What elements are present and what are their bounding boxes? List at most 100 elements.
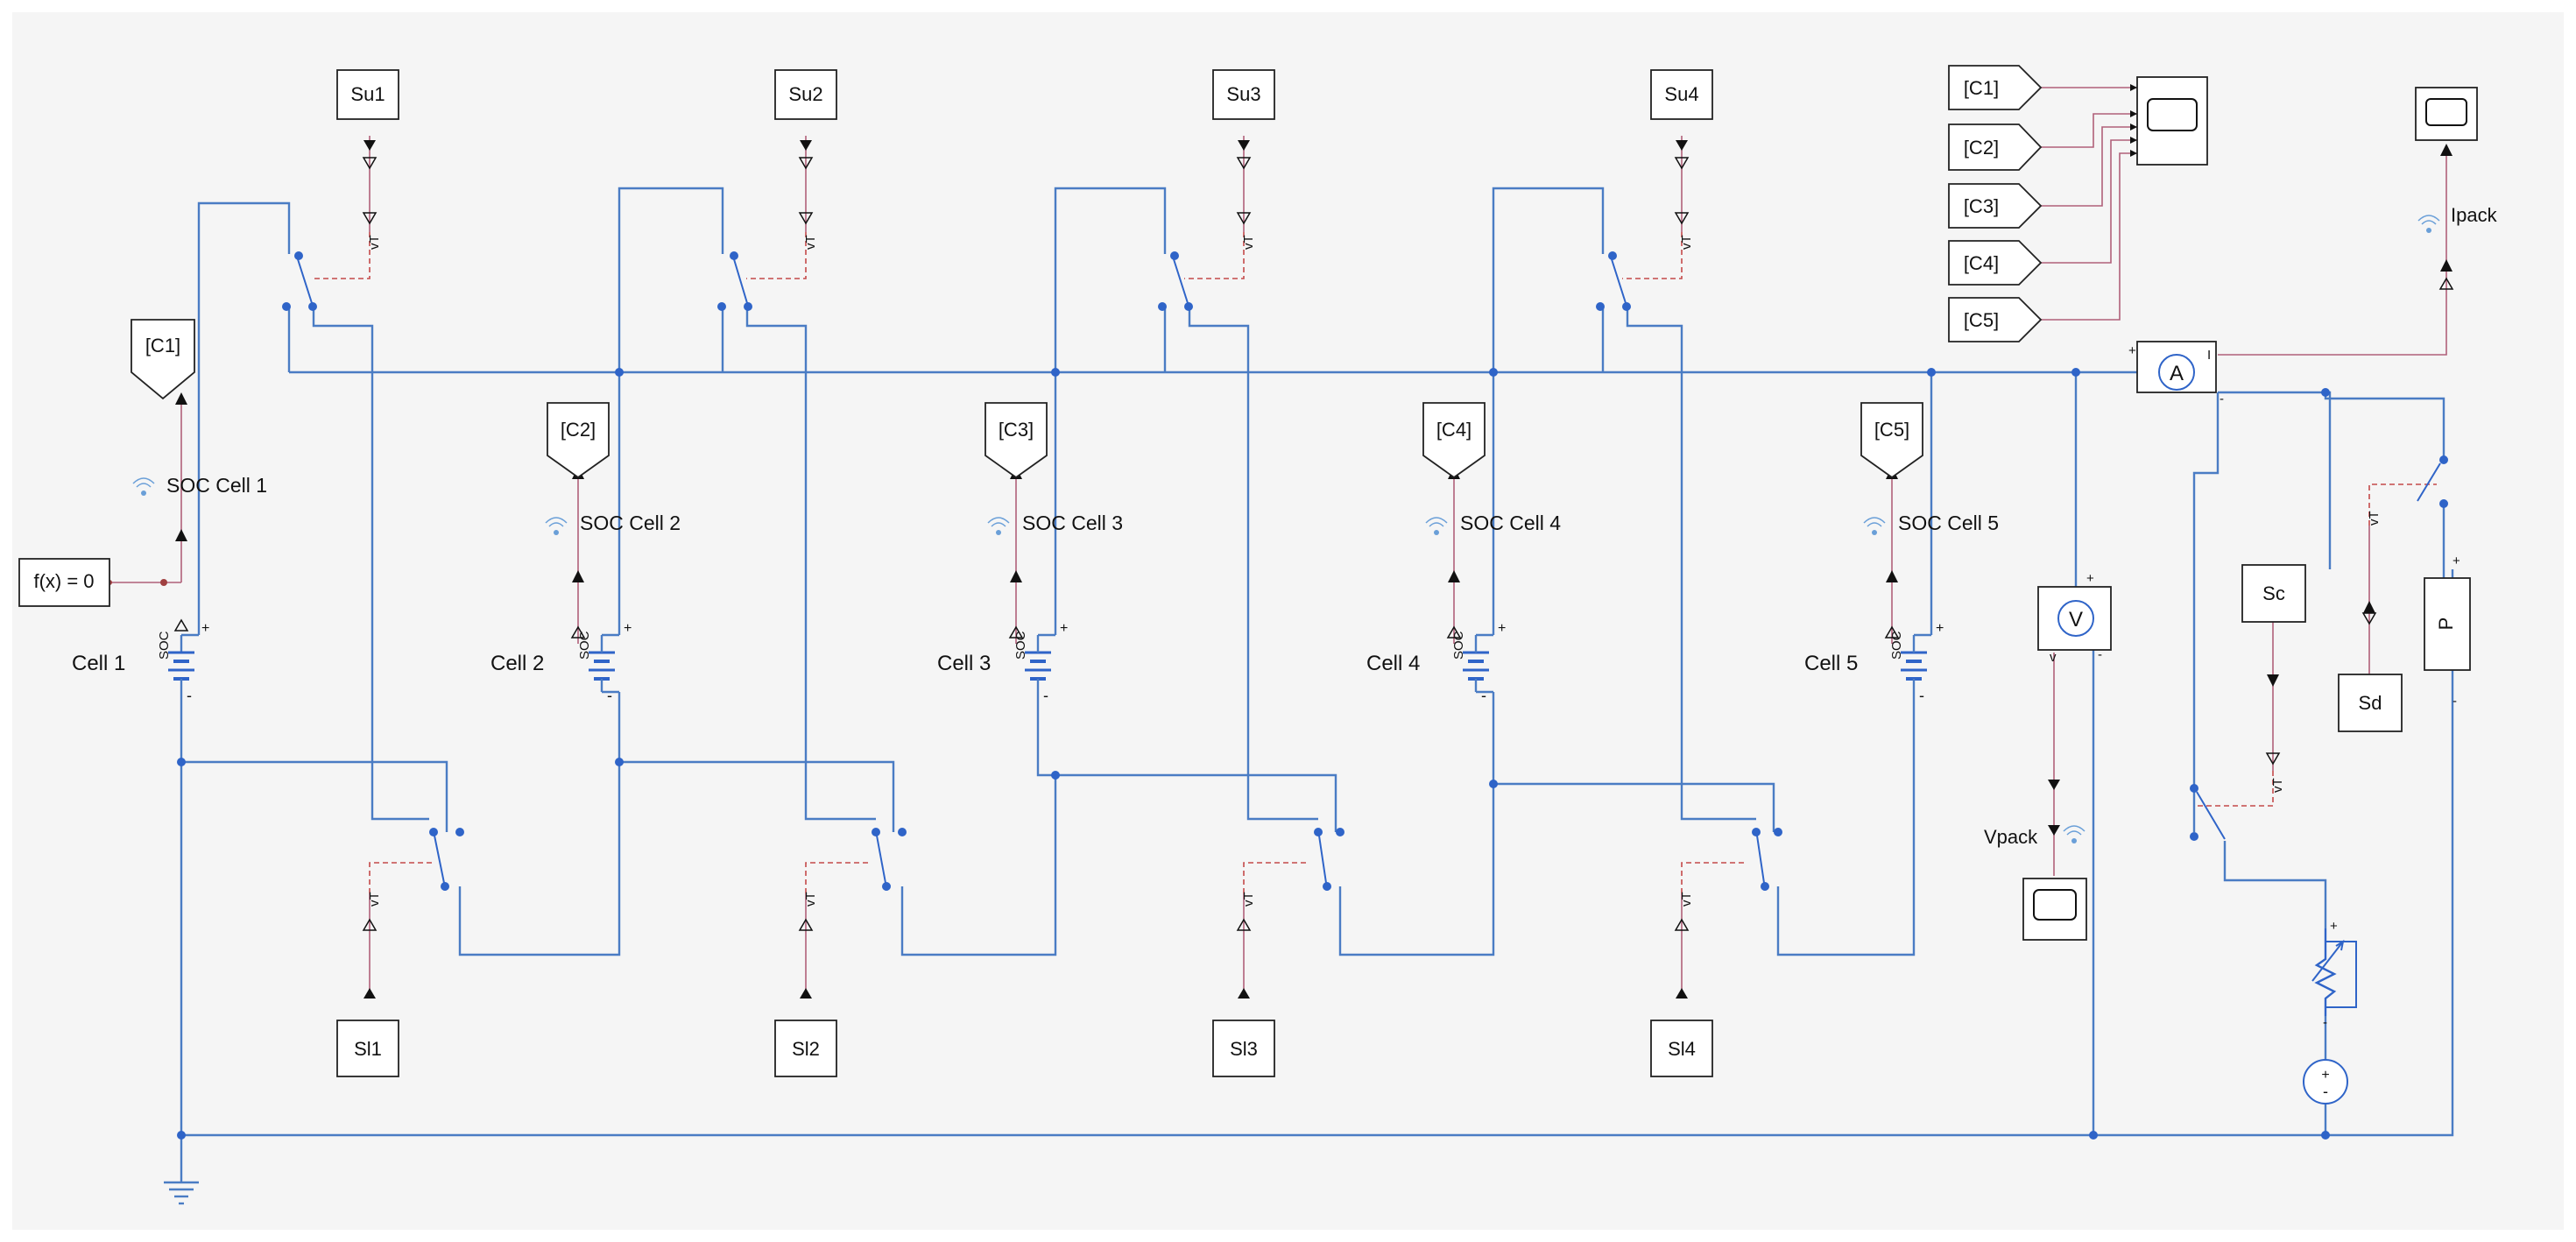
variable-resistor[interactable]: + - <box>2311 919 2357 1030</box>
ground-icon <box>164 1181 199 1205</box>
soc-cell-5-label: SOC Cell 5 <box>1898 512 1999 534</box>
su4-block[interactable] <box>1650 69 1713 120</box>
ammeter-minus: - <box>2220 392 2224 406</box>
ammeter[interactable]: A + - I <box>2128 341 2224 406</box>
soc-1: SOC Cell 1 [C1] <box>131 319 267 632</box>
power-source[interactable]: P + - <box>2424 554 2471 709</box>
sd-block[interactable]: Sd vT <box>2338 455 2448 732</box>
su4-label: Su4 <box>1664 83 1698 105</box>
goto-c4[interactable]: [C4] <box>1422 402 1486 479</box>
voltmeter-plus: + <box>2086 571 2094 586</box>
upper-switch-2[interactable]: Su2 vT <box>717 69 837 311</box>
ammeter-port-i: I <box>2207 348 2211 363</box>
cell-2-soc-port: SOC <box>577 631 592 660</box>
canvas-background <box>12 12 2564 1230</box>
cell-1-minus: - <box>187 687 192 704</box>
su1-vt-port: vT <box>367 235 382 250</box>
sl2-block[interactable] <box>774 1020 837 1077</box>
from-c3-label: [C3] <box>1964 195 1999 217</box>
sl2-label: Sl2 <box>792 1038 820 1060</box>
vsource-minus: - <box>2323 1083 2328 1100</box>
goto-c5-label: [C5] <box>1874 419 1909 441</box>
soc-scope[interactable] <box>2130 76 2208 166</box>
from-c3[interactable]: [C3] <box>1948 183 2043 229</box>
voltmeter[interactable]: V + - v <box>2037 571 2112 665</box>
from-tags: [C1] [C2] [C3] [C4] [C5] <box>1948 65 2043 342</box>
vpack-label: Vpack <box>1984 826 2038 848</box>
from-c1[interactable]: [C1] <box>1948 65 2043 110</box>
lower-switch-1[interactable]: Sl1 vT <box>336 828 464 1077</box>
cell-1-plus: + <box>201 621 209 636</box>
sl4-vt-port: vT <box>1679 892 1694 907</box>
sc-block[interactable]: Sc vT <box>2190 564 2306 841</box>
voltage-source-icon[interactable]: + - <box>2303 1059 2348 1104</box>
su3-vt-port: vT <box>1241 235 1256 250</box>
lower-switch-4[interactable]: Sl4 vT <box>1650 828 1782 1077</box>
voltmeter-port-v: v <box>2050 650 2057 665</box>
from-c2[interactable]: [C2] <box>1948 123 2043 171</box>
signal-log-icon <box>2063 825 2086 843</box>
upper-switch-1[interactable]: Su1 vT <box>282 69 399 311</box>
su2-block[interactable] <box>774 69 837 120</box>
power-plus: + <box>2452 554 2460 568</box>
ipack-scope[interactable]: Ipack <box>2415 87 2498 290</box>
goto-c4-label: [C4] <box>1436 419 1471 441</box>
su1-label: Su1 <box>350 83 385 105</box>
from-c4[interactable]: [C4] <box>1948 240 2043 286</box>
goto-c1-label: [C1] <box>145 335 180 356</box>
soc-4: SOC Cell 4 [C4] <box>1422 402 1561 639</box>
su2-vt-port: vT <box>803 235 818 250</box>
su2-label: Su2 <box>788 83 822 105</box>
su1-block[interactable] <box>336 69 399 120</box>
voltmeter-minus: - <box>2098 647 2102 662</box>
signal-log-icon <box>132 477 155 496</box>
soc-cell-1-label: SOC Cell 1 <box>166 474 267 497</box>
signal-log-icon <box>2417 215 2440 233</box>
vpack-scope[interactable]: Vpack <box>1984 780 2087 941</box>
cell-1[interactable]: + - SOC Cell 1 <box>72 621 209 704</box>
goto-c2-label: [C2] <box>561 419 596 441</box>
power-minus: - <box>2452 694 2457 709</box>
sd-label: Sd <box>2359 692 2382 714</box>
cell-2-minus: - <box>607 687 612 704</box>
voltmeter-label: V <box>2069 608 2083 632</box>
from-c5[interactable]: [C5] <box>1948 297 2043 342</box>
goto-c3[interactable]: [C3] <box>985 402 1048 479</box>
sl1-vt-port: vT <box>367 892 382 907</box>
sl2-vt-port: vT <box>803 892 818 907</box>
junction-nodes <box>107 368 2330 1140</box>
sl1-block[interactable] <box>336 1020 399 1077</box>
lower-switch-3[interactable]: Sl3 vT <box>1212 828 1344 1077</box>
goto-c1[interactable]: [C1] <box>131 319 195 400</box>
cell-3-minus: - <box>1043 687 1048 704</box>
signal-log-icon <box>545 517 568 535</box>
sl3-block[interactable] <box>1212 1020 1275 1077</box>
goto-c2[interactable]: [C2] <box>547 402 610 479</box>
cell-3[interactable]: + - SOC Cell 3 <box>937 621 1068 704</box>
soc-5: SOC Cell 5 [C5] <box>1860 402 1999 639</box>
resistor-minus: - <box>2323 1015 2327 1030</box>
upper-switch-3[interactable]: Su3 vT <box>1158 69 1275 311</box>
sl4-block[interactable] <box>1650 1020 1713 1077</box>
sc-vt-port: vT <box>2270 778 2285 793</box>
cell-4-label: Cell 4 <box>1366 652 1420 675</box>
from-c5-label: [C5] <box>1964 309 1999 331</box>
cell-1-label: Cell 1 <box>72 652 125 675</box>
sc-label: Sc <box>2262 582 2285 604</box>
solver-config-label: f(x) = 0 <box>33 570 94 592</box>
cell-1-soc-port: SOC <box>157 631 172 660</box>
cell-5-minus: - <box>1919 687 1924 704</box>
cell-3-plus: + <box>1060 621 1068 636</box>
cell-4-plus: + <box>1498 621 1506 636</box>
lower-switch-2[interactable]: Sl2 vT <box>774 828 907 1077</box>
goto-c5[interactable]: [C5] <box>1860 402 1923 479</box>
upper-switch-4[interactable]: Su4 vT <box>1596 69 1713 311</box>
cell-4-minus: - <box>1481 687 1486 704</box>
from-c4-label: [C4] <box>1964 252 1999 274</box>
sl4-label: Sl4 <box>1668 1038 1696 1060</box>
cell-2[interactable]: + - SOC Cell 2 <box>490 621 632 704</box>
su3-block[interactable] <box>1212 69 1275 120</box>
solver-config-block[interactable]: f(x) = 0 <box>18 558 110 607</box>
vsource-plus: + <box>2321 1068 2329 1083</box>
